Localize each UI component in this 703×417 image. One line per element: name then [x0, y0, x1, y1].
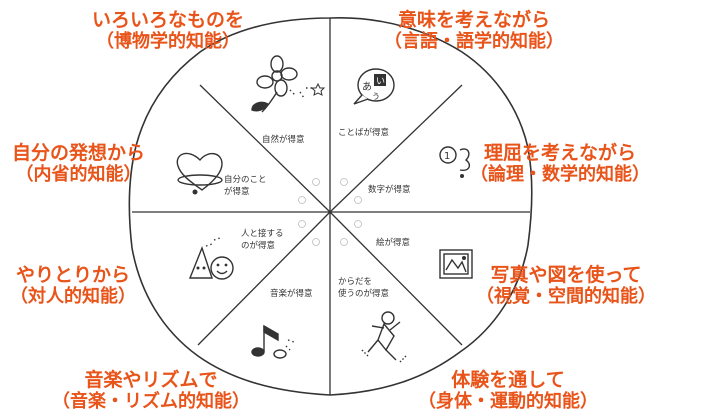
label-kinesthetic-subtitle: （身体・運動的知能） — [418, 390, 598, 412]
center-dots — [298, 178, 362, 246]
label-linguistic: 意味を考えながら （言語・語学的知能） — [384, 9, 564, 53]
running-figure-icon — [361, 311, 407, 363]
segment-text-line: 数字が得意 — [368, 184, 411, 195]
svg-text:あ: あ — [362, 81, 372, 93]
segment-text-line: 使うのが得意 — [338, 288, 389, 299]
label-naturalist-subtitle: （博物学的知能） — [96, 30, 240, 52]
segment-text-line: 人と接する — [241, 228, 284, 239]
svg-text:い: い — [376, 77, 385, 87]
segment-people-text: 人と接するのが得意 — [241, 228, 284, 251]
heart-icon — [176, 152, 223, 195]
wheel-dividers — [132, 18, 530, 395]
svg-text:う: う — [372, 92, 380, 101]
segment-numbers-text: 数字が得意 — [368, 184, 411, 195]
label-spatial: 写真や図を使って （視覚・空間的知能） — [476, 264, 656, 308]
label-musical-subtitle: （音楽・リズム的知能） — [52, 390, 250, 412]
picture-frame-icon — [439, 249, 473, 279]
label-intrapersonal-subtitle: （内省的知能） — [15, 163, 142, 185]
label-linguistic-subtitle: （言語・語学的知能） — [384, 30, 564, 52]
label-logical: 理屈を考えながら （論理・数学的知能） — [470, 142, 650, 186]
segment-text-line: 自然が得意 — [262, 134, 305, 145]
label-musical-title: 音楽やリズムで — [84, 369, 218, 391]
label-intrapersonal-title: 自分の発想から — [12, 142, 146, 164]
label-spatial-subtitle: （視覚・空間的知能） — [476, 285, 656, 307]
number-one-icon: 1 — [439, 146, 471, 178]
segment-self-text: 自分のことが得意 — [224, 174, 267, 197]
label-intrapersonal: 自分の発想から （内省的知能） — [12, 142, 146, 186]
segment-text-line: が得意 — [224, 186, 250, 197]
svg-text:1: 1 — [444, 151, 450, 162]
label-logical-subtitle: （論理・数学的知能） — [470, 163, 650, 185]
segment-music-text: 音楽が得意 — [270, 288, 313, 299]
segment-text-line: 絵が得意 — [376, 237, 410, 248]
flower-icon — [251, 55, 326, 113]
segment-pictures-text: 絵が得意 — [376, 237, 410, 248]
label-interpersonal: やりとりから （対人的知能） — [10, 264, 136, 308]
segment-body-text: からだを使うのが得意 — [338, 277, 389, 299]
label-naturalist: いろいろなものを （博物学的知能） — [92, 9, 245, 53]
label-linguistic-title: 意味を考えながら — [397, 9, 550, 31]
label-spatial-title: 写真や図を使って — [490, 264, 642, 286]
label-kinesthetic-title: 体験を通して — [451, 369, 565, 391]
segment-text-line: のが得意 — [241, 240, 275, 251]
segment-nature-text: 自然が得意 — [262, 134, 305, 145]
label-interpersonal-title: やりとりから — [15, 264, 130, 286]
label-logical-title: 理屈を考えながら — [483, 142, 636, 164]
segment-text-line: ことばが得意 — [338, 127, 389, 138]
label-interpersonal-subtitle: （対人的知能） — [10, 285, 136, 307]
label-kinesthetic: 体験を通して （身体・運動的知能） — [418, 369, 598, 413]
music-note-icon — [251, 324, 295, 359]
label-musical: 音楽やリズムで （音楽・リズム的知能） — [52, 369, 250, 413]
segment-words-text: ことばが得意 — [338, 127, 389, 138]
segment-text-line: 音楽が得意 — [270, 288, 313, 299]
smiling-faces-icon — [188, 237, 234, 280]
label-naturalist-title: いろいろなものを — [92, 9, 245, 31]
segment-text-line: 自分のこと — [224, 174, 267, 185]
speech-bubble-icon: あ い う — [353, 68, 395, 105]
segment-text-line: からだを — [338, 277, 372, 287]
